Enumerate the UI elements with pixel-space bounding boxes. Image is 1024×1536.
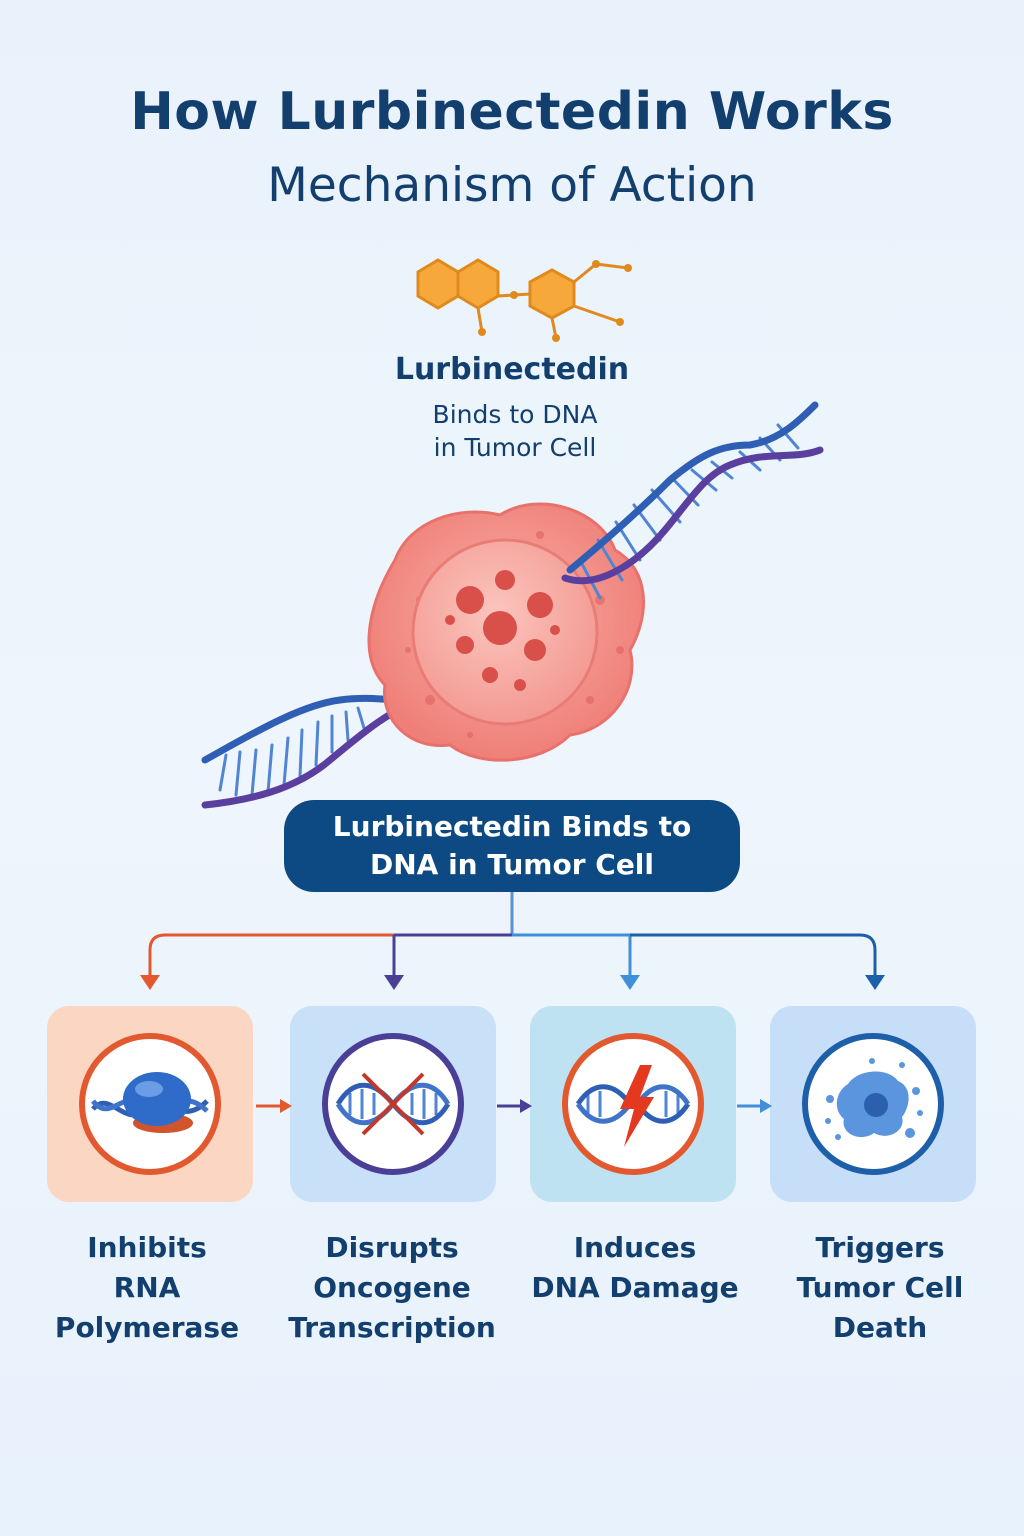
step-tile-rna-polymerase xyxy=(47,1006,253,1202)
dying-cell-icon xyxy=(802,1033,944,1175)
step-label-line: Death xyxy=(832,1311,928,1344)
step-label-line: Inhibits xyxy=(87,1231,207,1264)
branch-connectors xyxy=(140,892,885,990)
step-label-line: Tumor Cell xyxy=(796,1271,964,1304)
step-label-line: Transcription xyxy=(288,1311,496,1344)
step-label-rna-polymerase: Inhibits RNA Polymerase xyxy=(27,1228,267,1348)
dna-helix-upper xyxy=(561,401,824,600)
drug-description-line: Binds to DNA xyxy=(432,400,598,429)
molecule-icon xyxy=(416,258,632,342)
step-tile-dna-damage xyxy=(530,1006,736,1202)
page-subtitle: Mechanism of Action xyxy=(267,158,757,213)
step-tile-cell-death xyxy=(770,1006,976,1202)
step-label-line: Disrupts xyxy=(325,1231,459,1264)
crossed-dna-icon xyxy=(322,1033,464,1175)
step-label-dna-damage: Induces DNA Damage xyxy=(515,1228,755,1308)
main-mechanism-box: Lurbinectedin Binds to DNA in Tumor Cell xyxy=(284,800,740,892)
step-label-line: Polymerase xyxy=(54,1311,240,1344)
dna-helix-lower xyxy=(201,694,434,809)
step-arrows xyxy=(256,1099,772,1113)
main-box-line: Lurbinectedin Binds to xyxy=(332,810,692,843)
step-label-line: DNA Damage xyxy=(531,1271,739,1304)
step-label-line: RNA xyxy=(113,1271,181,1304)
drug-description: Binds to DNA in Tumor Cell xyxy=(380,398,650,464)
rna-polymerase-icon xyxy=(79,1033,221,1175)
step-label-line: Triggers xyxy=(815,1231,945,1264)
step-label-cell-death: Triggers Tumor Cell Death xyxy=(760,1228,1000,1348)
damaged-dna-icon xyxy=(562,1033,704,1175)
drug-name: Lurbinectedin xyxy=(394,352,630,387)
tumor-cell-dna-illustration xyxy=(201,401,824,809)
step-label-line: Oncogene xyxy=(313,1271,471,1304)
page-title: How Lurbinectedin Works xyxy=(130,82,894,142)
step-label-line: Induces xyxy=(573,1231,697,1264)
step-label-oncogene-transcription: Disrupts Oncogene Transcription xyxy=(272,1228,512,1348)
step-tile-oncogene-transcription xyxy=(290,1006,496,1202)
drug-description-line: in Tumor Cell xyxy=(433,433,597,462)
main-box-line: DNA in Tumor Cell xyxy=(369,848,655,881)
